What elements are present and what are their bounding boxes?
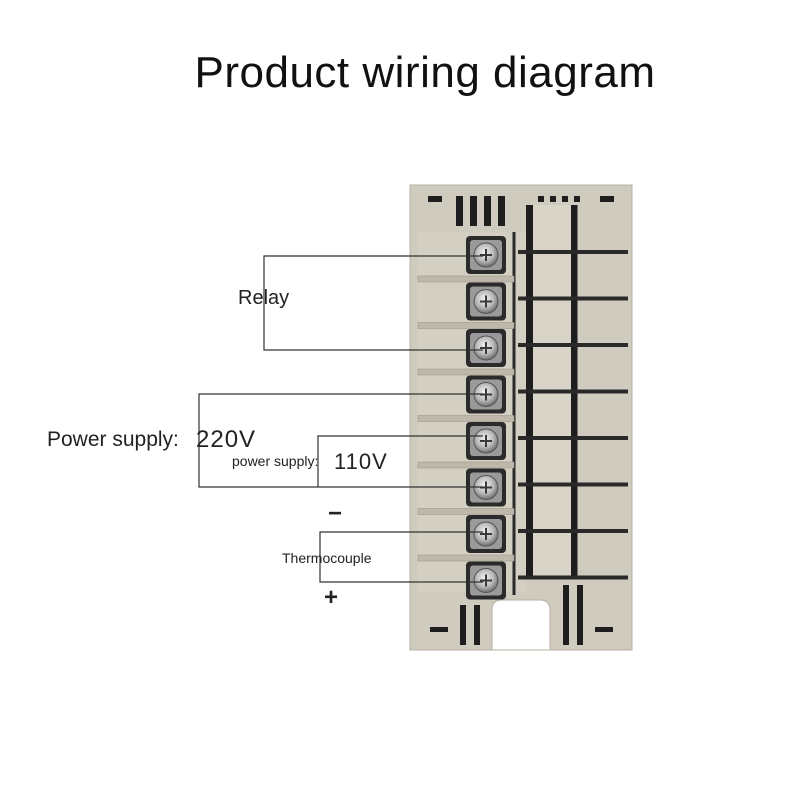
terminal-screws [466,236,506,600]
power-supply-220-label: Power supply: [47,428,179,451]
terminal-separator [417,554,515,562]
power-110v-wire [317,435,483,487]
terminal-separator [417,322,515,329]
terminal-rib [518,482,628,487]
terminal-screw [466,282,506,321]
terminal-separator [417,275,515,283]
terminal-rib [518,296,628,301]
terminal-screw [466,422,506,460]
terminal-separators [417,250,628,580]
power-220v-wire [198,393,483,488]
terminal-rib [518,250,628,254]
terminal-separator [417,415,515,422]
terminal-screw [466,236,506,274]
terminal-separator [417,368,515,376]
terminal-separator [417,461,515,469]
terminal-rib [518,389,628,394]
wire-lines [198,255,483,583]
terminal-screw [466,515,506,553]
terminal-separator [417,508,515,515]
diagram-title: Product wiring diagram [194,48,656,97]
thermocouple-wire [319,531,483,583]
power-supply-110-voltage: 110V [334,449,388,474]
terminal-screw [466,468,506,507]
relay-label: Relay [238,287,290,309]
thermocouple-positive-sign: + [324,584,339,611]
power-supply-110-label: power supply: [232,453,319,469]
terminal-rib [518,343,628,347]
thermocouple-label: Thermocouple [282,550,372,566]
terminal-screw [466,329,506,367]
relay-wire [263,255,483,351]
terminal-screw [466,561,506,600]
power-supply-220-voltage: 220V [196,426,257,453]
terminal-rib [518,575,628,580]
terminal-rib [518,529,628,533]
terminal-screw [466,375,506,414]
thermocouple-negative-sign: − [328,500,343,527]
terminal-rib [518,436,628,440]
